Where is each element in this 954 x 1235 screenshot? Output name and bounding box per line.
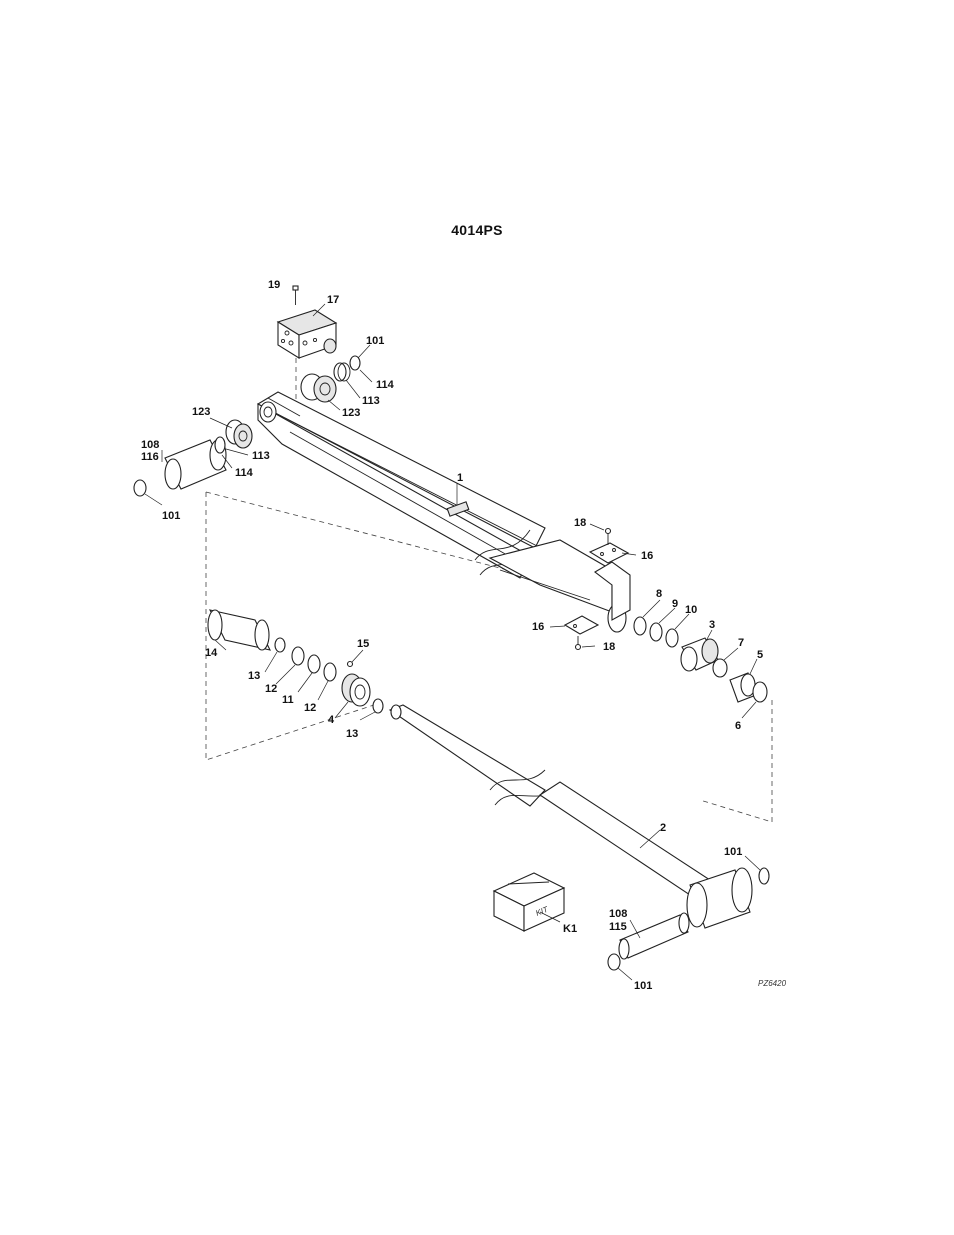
callout-16-lower: 16 bbox=[532, 621, 544, 633]
o-ring-13-upper bbox=[275, 638, 285, 652]
callout-3: 3 bbox=[709, 619, 715, 631]
callout-9: 9 bbox=[672, 598, 678, 610]
callout-101-left: 101 bbox=[162, 510, 180, 522]
callout-15: 15 bbox=[357, 638, 369, 650]
ring-113-upper bbox=[334, 363, 350, 381]
callout-114-top: 114 bbox=[376, 379, 395, 391]
cylinder-barrel bbox=[258, 392, 630, 632]
seal-11 bbox=[308, 655, 320, 673]
callout-114-left: 114 bbox=[235, 467, 254, 479]
piston-rod bbox=[390, 705, 752, 928]
callout-101-rod-left: 101 bbox=[634, 980, 652, 992]
backup-ring-12-upper bbox=[292, 647, 304, 665]
callout-8: 8 bbox=[656, 588, 662, 600]
callout-2: 2 bbox=[660, 822, 666, 834]
callout-116: 116 bbox=[141, 451, 159, 463]
spacer-14 bbox=[208, 610, 270, 650]
ring-114-upper bbox=[350, 356, 360, 370]
callout-123-left: 123 bbox=[192, 406, 210, 418]
callout-13-lower: 13 bbox=[346, 728, 358, 740]
callout-12-upper: 12 bbox=[265, 683, 277, 695]
wiper-6 bbox=[753, 682, 767, 702]
pin-108-115 bbox=[619, 913, 689, 959]
bushing-5 bbox=[730, 673, 756, 702]
callout-19: 19 bbox=[268, 279, 280, 291]
callout-14: 14 bbox=[205, 647, 218, 659]
seal-ring-8 bbox=[634, 617, 646, 635]
piston-4 bbox=[342, 674, 370, 706]
bushing-123-left bbox=[226, 420, 252, 448]
callout-115: 115 bbox=[609, 921, 627, 933]
gland-3 bbox=[681, 638, 718, 671]
seal-ring-9 bbox=[650, 623, 662, 641]
callout-6: 6 bbox=[735, 720, 741, 732]
callout-K1: K1 bbox=[563, 923, 577, 935]
callout-108-left: 108 bbox=[141, 439, 159, 451]
ring-113-left bbox=[215, 437, 225, 453]
screw-18-lower bbox=[576, 636, 581, 650]
callout-13-upper: 13 bbox=[248, 670, 260, 682]
bracket-16-lower bbox=[565, 616, 598, 634]
callout-4: 4 bbox=[328, 714, 335, 726]
callout-1: 1 bbox=[457, 472, 463, 484]
callout-7: 7 bbox=[738, 637, 744, 649]
seal-ring-10 bbox=[666, 629, 678, 647]
bushing-123-upper bbox=[301, 374, 336, 402]
screw-19 bbox=[293, 286, 298, 305]
callout-108-rod: 108 bbox=[609, 908, 627, 920]
retaining-ring-101-left bbox=[134, 480, 146, 496]
backup-ring-12-lower bbox=[324, 663, 336, 681]
retaining-ring-101-rod-right bbox=[759, 868, 769, 884]
setscrew-15 bbox=[348, 662, 353, 667]
seal-7 bbox=[713, 659, 727, 677]
o-ring-13-lower bbox=[373, 699, 383, 713]
callout-10: 10 bbox=[685, 604, 697, 616]
callout-113-left: 113 bbox=[252, 450, 270, 462]
retaining-ring-101-rod-left bbox=[608, 954, 620, 970]
callout-16-upper: 16 bbox=[641, 550, 653, 562]
callout-5: 5 bbox=[757, 649, 763, 661]
callout-18-upper: 18 bbox=[574, 517, 586, 529]
callout-18-lower: 18 bbox=[603, 641, 615, 653]
callout-113-top: 113 bbox=[362, 395, 380, 407]
callout-101-top: 101 bbox=[366, 335, 384, 347]
callout-17: 17 bbox=[327, 294, 339, 306]
callout-11: 11 bbox=[282, 694, 294, 706]
drawing-code: PZ6420 bbox=[758, 979, 787, 988]
valve-block bbox=[278, 310, 336, 358]
callout-12-lower: 12 bbox=[304, 702, 316, 714]
callout-101-rod-right: 101 bbox=[724, 846, 742, 858]
callout-123-upper: 123 bbox=[342, 407, 360, 419]
kit-box: KIT bbox=[494, 873, 564, 931]
